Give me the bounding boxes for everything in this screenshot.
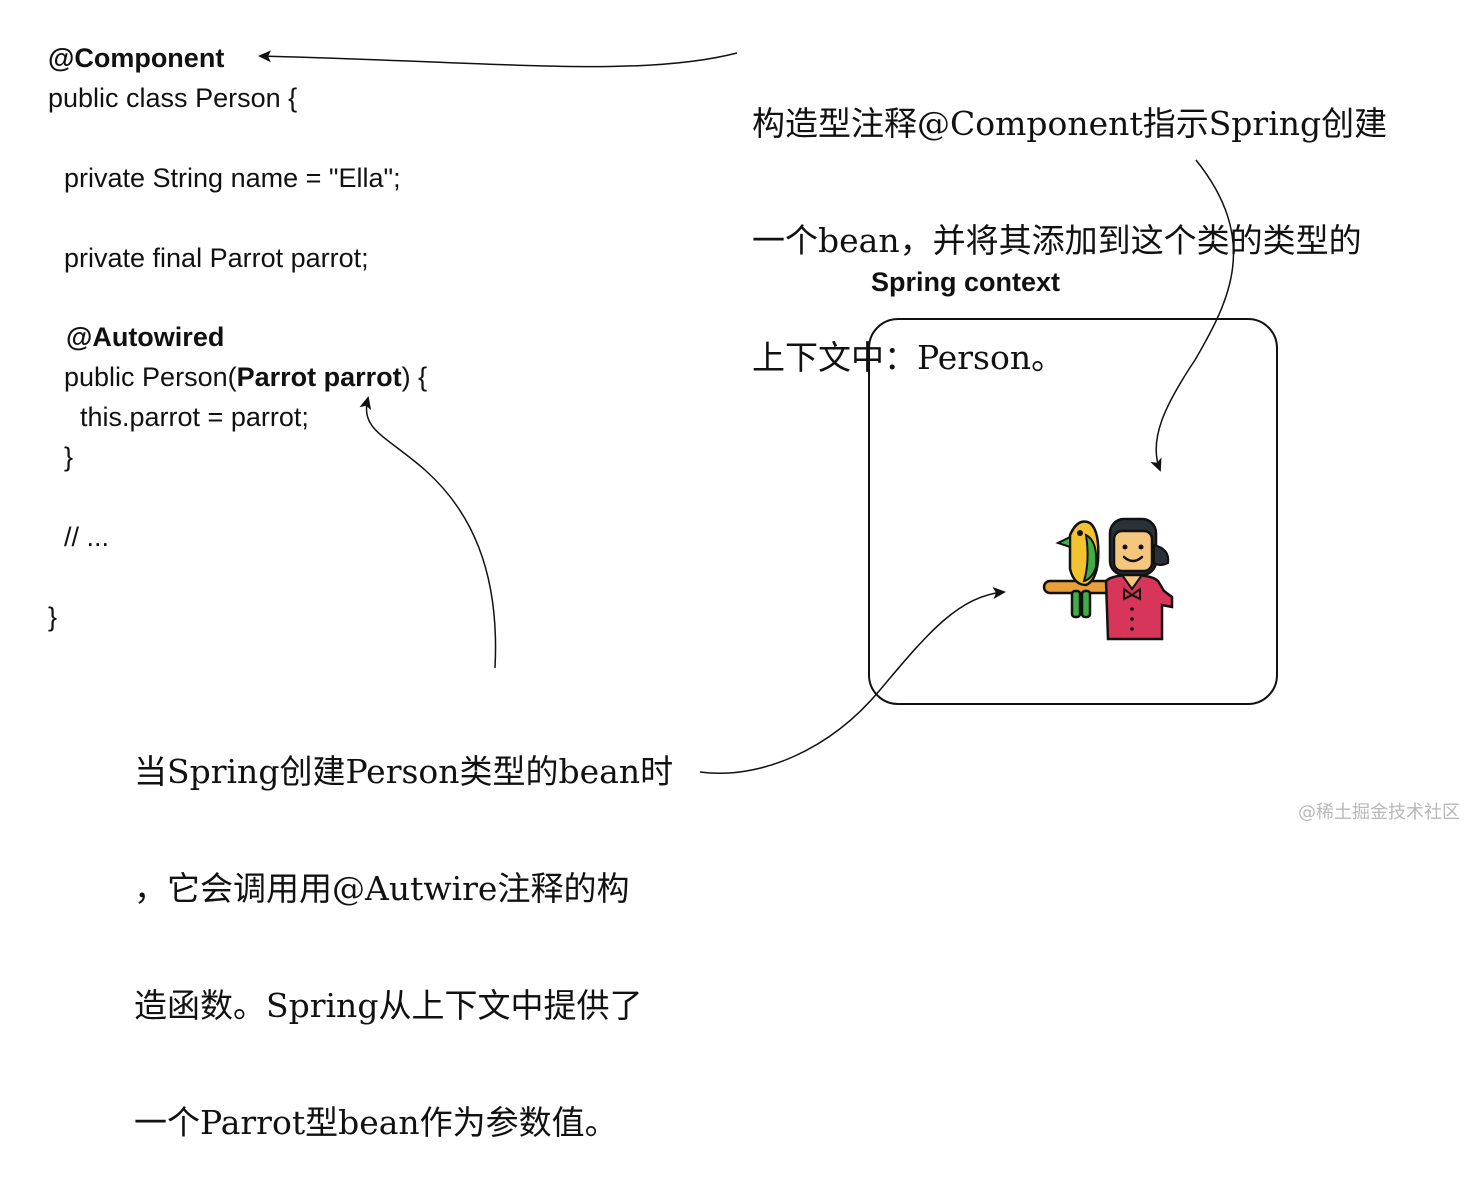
constructor-signature: public Person(Parrot parrot) { [64, 361, 427, 393]
constructor-parameter: Parrot parrot [236, 362, 402, 392]
arrow-to-component-annotation [258, 50, 738, 68]
code-comment: // ... [64, 522, 110, 552]
arrow-to-constructor-parameter [359, 396, 497, 669]
shirt-button-shape [1130, 627, 1134, 631]
autowired-note-line: 一个Parrot型bean作为参数值。 [134, 1103, 618, 1142]
arrow-to-context-bean [1150, 159, 1235, 472]
autowired-annotation: @Autowired [66, 322, 225, 352]
constructor-suffix: ) { [401, 362, 428, 392]
parrot-wing-shape [1082, 533, 1098, 583]
constructor-prefix: public Person( [64, 362, 237, 392]
parrot-tail-shape [1070, 589, 1082, 619]
component-note-line: 上下文中：Person。 [752, 338, 1065, 377]
class-declaration: public class Person { [48, 83, 298, 113]
person-with-parrot-icon [1042, 517, 1174, 641]
connector-arrows [258, 50, 1235, 774]
component-note-line: 一个bean，并将其添加到这个类的类型的 [752, 221, 1362, 260]
parrot-beak-shape [1055, 535, 1071, 549]
person-ponytail-shape [1153, 543, 1170, 566]
component-note-line: 构造型注释@Component指示Spring创建 [752, 104, 1388, 143]
parrot-tail-shape [1080, 589, 1092, 619]
name-field: private String name = "Ella"; [64, 163, 401, 193]
autowired-note-line: 造函数。Spring从上下文中提供了 [134, 986, 643, 1025]
component-note: 构造型注释@Component指示Spring创建 一个bean，并将其添加到这… [752, 26, 1387, 416]
component-annotation: @Component [48, 43, 225, 73]
class-close: } [48, 602, 58, 632]
person-bowtie-shape [1123, 587, 1141, 601]
autowired-note-line: 当Spring创建Person类型的bean时 [134, 752, 674, 791]
person-face-shape [1112, 529, 1154, 573]
parrot-eye-shape [1077, 530, 1083, 536]
autowired-note-line: ，它会调用用@Autwire注释的构 [134, 869, 630, 908]
parrot-field: private final Parrot parrot; [64, 243, 369, 273]
shirt-button-shape [1130, 607, 1134, 611]
arrow-to-parrot-bean [699, 587, 1006, 774]
watermark-text: @稀土掘金技术社区 [1298, 802, 1460, 823]
shirt-button-shape [1130, 617, 1134, 621]
constructor-close: } [64, 442, 74, 472]
constructor-body: this.parrot = parrot; [80, 402, 309, 432]
person-eye-shape [1138, 544, 1144, 550]
person-eye-shape [1122, 544, 1128, 550]
spring-context-box [868, 318, 1278, 705]
spring-context-title: Spring context [871, 267, 1061, 297]
person-smile-shape [1122, 555, 1144, 563]
